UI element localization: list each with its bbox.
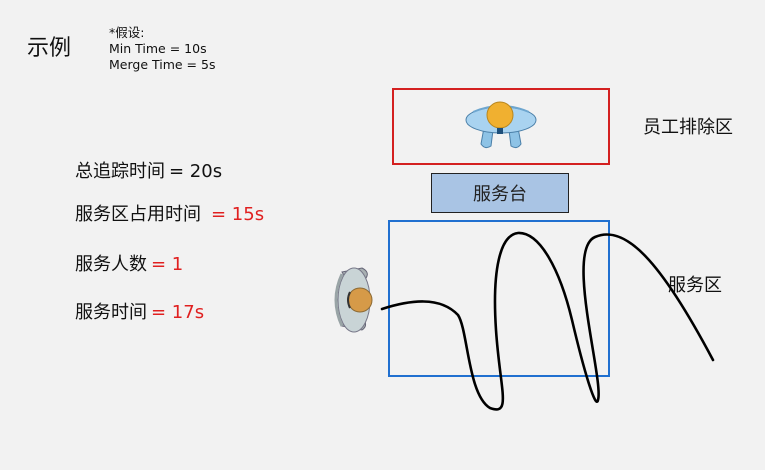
stat-label: 服务区占用时间	[75, 204, 201, 225]
stat-service-area-occupancy: 服务区占用时间 = 15s	[75, 204, 264, 226]
service-desk-label: 服务台	[473, 184, 527, 205]
stat-value: = 1	[151, 254, 184, 275]
stat-value: = 15s	[211, 204, 265, 225]
page-title: 示例	[27, 36, 72, 61]
stat-total-tracking-time: 总追踪时间= 20s	[75, 161, 222, 183]
staff-person-icon	[465, 101, 537, 149]
stat-label: 服务人数	[75, 254, 147, 275]
stat-label: 总追踪时间	[75, 161, 165, 182]
service-area-label: 服务区	[668, 275, 722, 296]
staff-exclusion-zone-label: 员工排除区	[643, 117, 733, 138]
stat-people-served: 服务人数= 1	[75, 254, 183, 276]
customer-person-icon	[334, 267, 373, 333]
assumption-min-time: Min Time = 10s	[109, 41, 207, 56]
stat-label: 服务时间	[75, 302, 147, 323]
service-desk: 服务台	[431, 173, 569, 213]
assumption-merge-time: Merge Time = 5s	[109, 57, 216, 72]
staff-exclusion-zone	[392, 88, 610, 165]
service-area-zone	[388, 220, 610, 377]
stat-service-time: 服务时间= 17s	[75, 302, 204, 324]
assumptions-heading: *假设:	[109, 25, 145, 40]
stat-value: = 17s	[151, 302, 205, 323]
stat-value: = 20s	[169, 161, 223, 182]
